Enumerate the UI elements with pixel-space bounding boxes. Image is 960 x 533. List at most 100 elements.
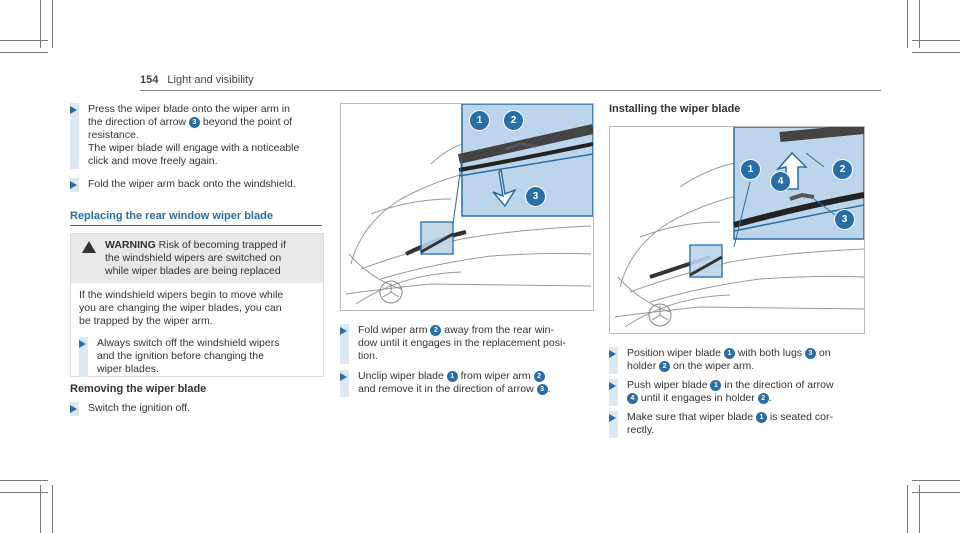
text-segment: beyond the point of — [202, 116, 293, 128]
step-arrow-icon — [79, 340, 86, 348]
figure-installing-blade: 1 2 4 3 — [609, 126, 865, 334]
callout-number: 1 — [710, 379, 722, 391]
callout-number: 1 — [756, 411, 767, 423]
text-line: Push wiper blade 1 in the direction of a… — [627, 379, 869, 392]
text-segment: from wiper arm — [460, 370, 531, 382]
text-segment: . — [768, 392, 772, 404]
step-bar — [609, 411, 618, 438]
text-line: Position wiper blade 1 with both lugs 3 … — [627, 347, 869, 360]
text-line: while wiper blades are being replaced — [105, 265, 281, 277]
text-segment: in the direction of arrow — [724, 379, 834, 391]
text-line: you are changing the wiper blades, you c… — [79, 302, 282, 314]
crop-mark — [0, 40, 48, 41]
car-rear-illustration — [345, 104, 593, 305]
step-bar — [609, 379, 618, 406]
text-line: 4 until it engages in holder 2. — [627, 392, 869, 405]
callout-number: 3 — [804, 347, 816, 359]
text-segment: on the wiper arm. — [673, 360, 755, 372]
text-segment: with both lugs — [737, 347, 803, 359]
callout-3: 3 — [834, 209, 855, 230]
text-line: Press the wiper blade onto the wiper arm… — [88, 103, 290, 115]
crop-mark — [912, 492, 960, 493]
text-line: tion. — [358, 350, 378, 362]
step-text: Unclip wiper blade 1 from wiper arm 2 an… — [358, 370, 600, 396]
step-arrow-icon — [70, 405, 77, 413]
callout-number: 2 — [430, 324, 442, 336]
step-push-blade: Push wiper blade 1 in the direction of a… — [609, 379, 869, 406]
text-segment: away from the rear win- — [444, 324, 554, 336]
callout-2: 2 — [832, 159, 853, 180]
warning-triangle-icon — [82, 241, 96, 253]
text-segment: Fold wiper arm — [358, 324, 428, 336]
crop-mark — [907, 0, 908, 48]
step-bar — [70, 103, 79, 169]
text-segment: Unclip wiper blade — [358, 370, 444, 382]
section-title-installing: Installing the wiper blade — [609, 103, 741, 115]
crop-mark — [0, 492, 48, 493]
callout-number: 2 — [757, 392, 769, 404]
text-segment: Position wiper blade — [627, 347, 721, 359]
step-arrow-icon — [609, 350, 616, 358]
step-text: Switch the ignition off. — [88, 402, 190, 414]
step-arrow-icon — [70, 181, 77, 189]
text-line: holder 2 on the wiper arm. — [627, 360, 869, 373]
text-segment: is seated cor- — [769, 411, 833, 423]
step-text: Always switch off the windshield wipers … — [97, 337, 315, 376]
step-press-blade: Press the wiper blade onto the wiper arm… — [70, 103, 330, 169]
figure-removing-blade: 1 2 3 — [340, 103, 594, 311]
text-segment: and remove it in the direction of arrow — [358, 383, 534, 395]
warning-body: If the windshield wipers begin to move w… — [71, 283, 323, 377]
warning-box: WARNING Risk of becoming trapped if the … — [70, 233, 324, 377]
step-arrow-icon — [70, 106, 77, 114]
crop-mark — [912, 52, 960, 53]
callout-4: 4 — [770, 171, 791, 192]
text-line: WARNING Risk of becoming trapped if — [105, 239, 315, 252]
text-segment: . — [547, 383, 551, 395]
crop-mark — [912, 40, 960, 41]
crop-mark — [40, 0, 41, 48]
step-check-seated: Make sure that wiper blade 1 is seated c… — [609, 411, 869, 438]
text-segment: the direction of arrow — [88, 116, 187, 128]
section-underline — [70, 225, 322, 226]
step-bar — [340, 324, 349, 364]
callout-2: 2 — [503, 110, 524, 131]
callout-number: 1 — [723, 347, 735, 359]
step-text: Fold wiper arm 2 away from the rear win-… — [358, 324, 600, 363]
crop-mark — [919, 485, 920, 533]
crop-mark — [912, 480, 960, 481]
chapter-title: Light and visibility — [167, 74, 254, 86]
callout-number: 3 — [188, 116, 200, 128]
text-line: the direction of arrow 3 beyond the poin… — [88, 116, 330, 129]
header-divider — [140, 90, 881, 91]
text-line: rectly. — [627, 424, 655, 436]
step-text: Make sure that wiper blade 1 is seated c… — [627, 411, 869, 437]
step-bar — [340, 370, 349, 397]
text-line: dow until it engages in the replacement … — [358, 337, 566, 349]
text-line: The wiper blade will engage with a notic… — [88, 142, 300, 154]
callout-number: 2 — [659, 360, 671, 372]
crop-mark — [919, 0, 920, 48]
crop-mark — [0, 52, 48, 53]
step-fold-arm: Fold the wiper arm back onto the windshi… — [70, 178, 330, 192]
text-line: Fold wiper arm 2 away from the rear win- — [358, 324, 600, 337]
callout-number: 2 — [533, 370, 545, 382]
text-segment: on — [818, 347, 831, 359]
text-line: the windshield wipers are switched on — [105, 252, 282, 264]
callout-number: 3 — [536, 383, 548, 395]
car-rear-illustration — [614, 127, 864, 328]
step-arrow-icon — [609, 414, 616, 422]
step-text: Fold the wiper arm back onto the windshi… — [88, 178, 296, 190]
text-line: click and move freely again. — [88, 155, 218, 167]
text-line: Make sure that wiper blade 1 is seated c… — [627, 411, 869, 424]
step-text: Position wiper blade 1 with both lugs 3 … — [627, 347, 869, 373]
crop-mark — [52, 485, 53, 533]
step-arrow-icon — [609, 382, 616, 390]
step-arrow-icon — [340, 327, 347, 335]
step-text: Press the wiper blade onto the wiper arm… — [88, 103, 330, 168]
step-bar — [609, 347, 618, 374]
page-header: 154 Light and visibility — [140, 74, 254, 86]
crop-mark — [40, 485, 41, 533]
page-number: 154 — [140, 74, 159, 86]
text-line: Unclip wiper blade 1 from wiper arm 2 — [358, 370, 600, 383]
text-segment: Make sure that wiper blade — [627, 411, 754, 423]
